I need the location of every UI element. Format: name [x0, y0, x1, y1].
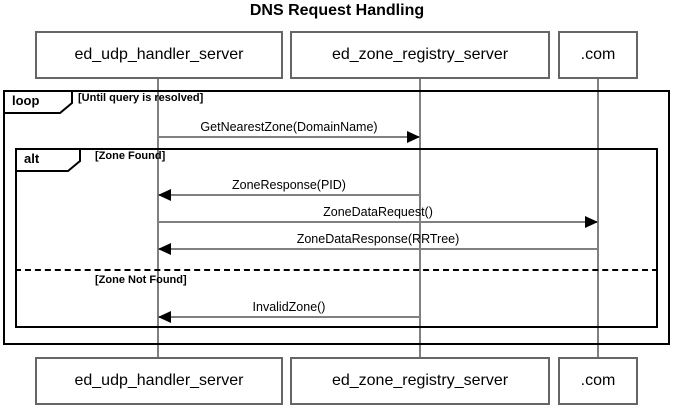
message-label: ZoneDataResponse(RRTree)	[296, 232, 460, 246]
participant-top-ed-zone-registry-server: ed_zone_registry_server	[290, 31, 550, 79]
participant-top-ed-udp-handler-server: ed_udp_handler_server	[35, 31, 283, 79]
message-zonedataresponse: ZoneDataResponse(RRTree)	[158, 232, 598, 255]
alt-fragment: alt	[15, 148, 658, 328]
arrowhead-right-icon	[407, 131, 420, 143]
pentagon-shape-icon	[15, 148, 81, 172]
participant-bottom-ed-zone-registry-server: ed_zone_registry_server	[290, 357, 550, 405]
alt-operator-pentagon: alt	[15, 148, 81, 177]
message-zonedatarequest: ZoneDataRequest()	[158, 205, 598, 228]
message-line	[158, 311, 420, 323]
message-getnearestzone: GetNearestZone(DomainName)	[158, 120, 420, 143]
alt-operator-label: alt	[24, 151, 40, 166]
loop-fragment: loop	[3, 90, 670, 345]
message-label: GetNearestZone(DomainName)	[200, 120, 378, 134]
message-invalidzone: InvalidZone()	[158, 300, 420, 323]
participant-label: ed_udp_handler_server	[74, 46, 244, 63]
loop-operator-label: loop	[12, 93, 40, 108]
loop-operator-pentagon: loop	[3, 90, 73, 119]
lifeline-com	[597, 79, 599, 357]
arrowhead-left-icon	[158, 189, 171, 201]
arrowhead-left-icon	[158, 311, 171, 323]
alt-condition-not-found: [Zone Not Found]	[95, 274, 187, 286]
participant-label: .com	[580, 372, 616, 389]
participant-label: ed_udp_handler_server	[74, 372, 244, 389]
arrowhead-left-icon	[158, 243, 171, 255]
message-line	[158, 216, 598, 228]
participant-top-com: .com	[558, 31, 638, 79]
diagram-title: DNS Request Handling	[249, 2, 425, 19]
alt-divider	[15, 269, 658, 271]
message-line	[158, 131, 420, 143]
pentagon-shape-icon	[3, 90, 73, 114]
participant-label: ed_zone_registry_server	[331, 372, 509, 389]
participant-label: ed_zone_registry_server	[331, 46, 509, 63]
message-label: ZoneResponse(PID)	[232, 178, 346, 192]
participant-bottom-ed-udp-handler-server: ed_udp_handler_server	[35, 357, 283, 405]
loop-condition: [Until query is resolved]	[78, 92, 204, 104]
lifeline-ed-zone-registry-server	[419, 79, 421, 357]
message-zoneresponse: ZoneResponse(PID)	[158, 178, 420, 201]
participant-bottom-com: .com	[558, 357, 638, 405]
message-label: InvalidZone()	[252, 300, 326, 314]
participant-label: .com	[580, 46, 616, 63]
message-line	[158, 243, 598, 255]
message-label: ZoneDataRequest()	[323, 205, 433, 219]
lifeline-ed-udp-handler-server	[157, 79, 159, 357]
arrowhead-right-icon	[585, 216, 598, 228]
message-line	[158, 189, 420, 201]
alt-condition-found: [Zone Found]	[95, 150, 166, 162]
